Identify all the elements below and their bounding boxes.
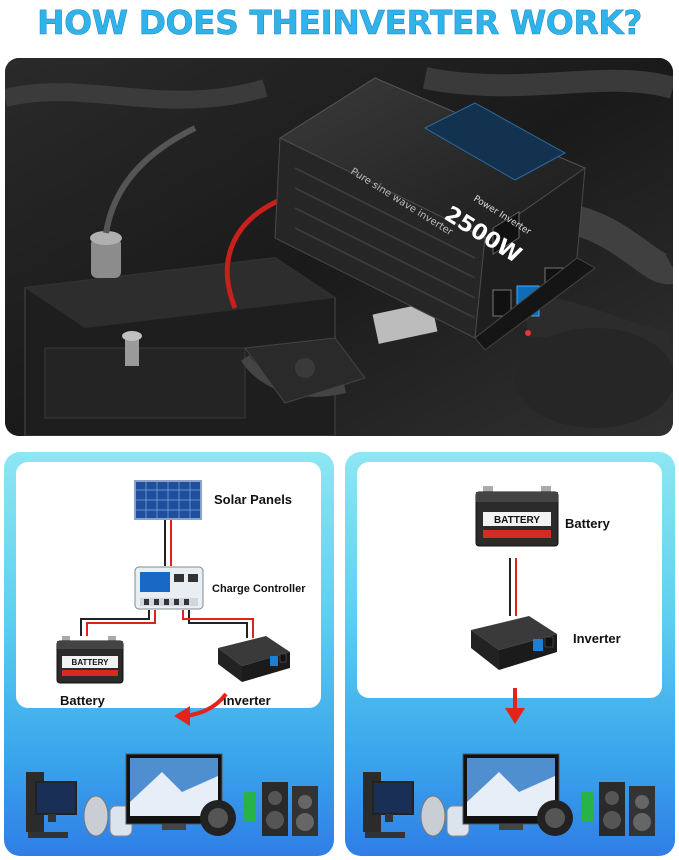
wire-black	[509, 558, 511, 616]
battery-case-text: BATTERY	[72, 658, 110, 667]
wire-red	[170, 520, 172, 566]
wire-black	[164, 520, 166, 566]
inverter-label: Inverter	[573, 631, 621, 646]
solar-system-panel: Solar Panels Charge Controller	[4, 452, 334, 856]
charge-controller-label: Charge Controller	[212, 583, 306, 595]
battery-label: Battery	[60, 693, 105, 708]
battery-system-panel: BATTERY Battery Inverter	[345, 452, 675, 856]
appliances-illustration	[363, 753, 655, 838]
curved-arrow-icon	[174, 692, 228, 726]
battery-case-text: BATTERY	[494, 515, 540, 526]
inverter-icon	[471, 616, 557, 670]
wire-black	[80, 618, 150, 620]
down-arrow-icon	[505, 688, 525, 724]
battery-label: Battery	[565, 516, 610, 531]
inverter-label: Inverter	[223, 693, 271, 708]
wire-red	[86, 622, 156, 624]
inverter-icon	[218, 636, 290, 682]
battery-icon: BATTERY	[56, 636, 124, 684]
appliances-illustration	[26, 753, 318, 838]
charge-controller-icon	[134, 566, 204, 610]
headline: HOW DOES THEINVERTER WORK?	[37, 3, 643, 43]
wire-red	[182, 618, 254, 620]
wire-red	[515, 558, 517, 616]
solar-panels-label: Solar Panels	[214, 492, 293, 507]
battery-diagram-card: BATTERY Battery Inverter	[357, 462, 662, 698]
battery-icon: BATTERY	[475, 486, 559, 547]
solar-diagram-card: Solar Panels Charge Controller	[16, 462, 321, 708]
solar-panel-icon	[134, 480, 202, 520]
wire-black	[188, 622, 248, 624]
product-photo: 2500W Power Inverter Pure sine wave inve…	[5, 58, 673, 436]
